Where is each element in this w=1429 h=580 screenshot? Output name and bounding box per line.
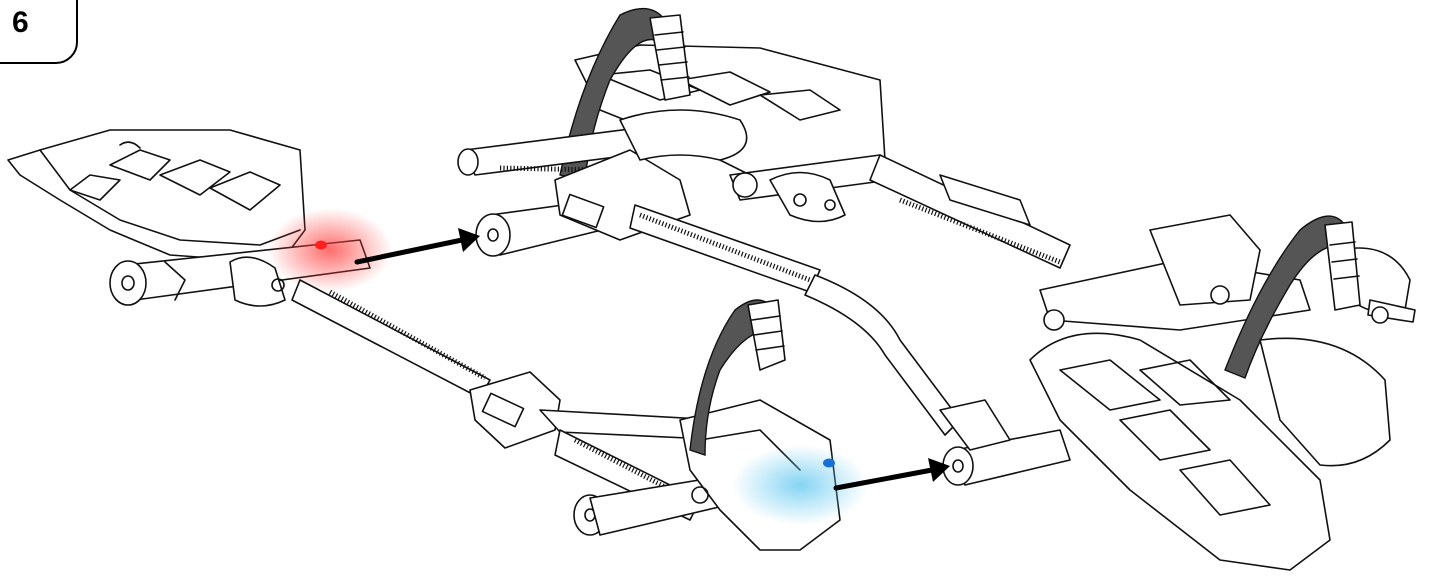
step-number-badge: 6 [0,0,78,64]
main-carrier-frame [457,7,1071,436]
right-arrow-icon [928,458,950,482]
left-rack-bar [291,279,731,449]
red-attachment-arrow [354,228,480,265]
right-arrow-icon [458,228,480,252]
red-dot-marker [315,240,327,250]
step-number: 6 [12,6,29,39]
left-wheel-cradle [7,129,371,307]
blue-dot-marker [823,458,835,468]
blue-attachment-arrow [833,458,950,491]
red-highlight-glow [268,208,392,292]
right-wheel-assembly [939,214,1416,571]
